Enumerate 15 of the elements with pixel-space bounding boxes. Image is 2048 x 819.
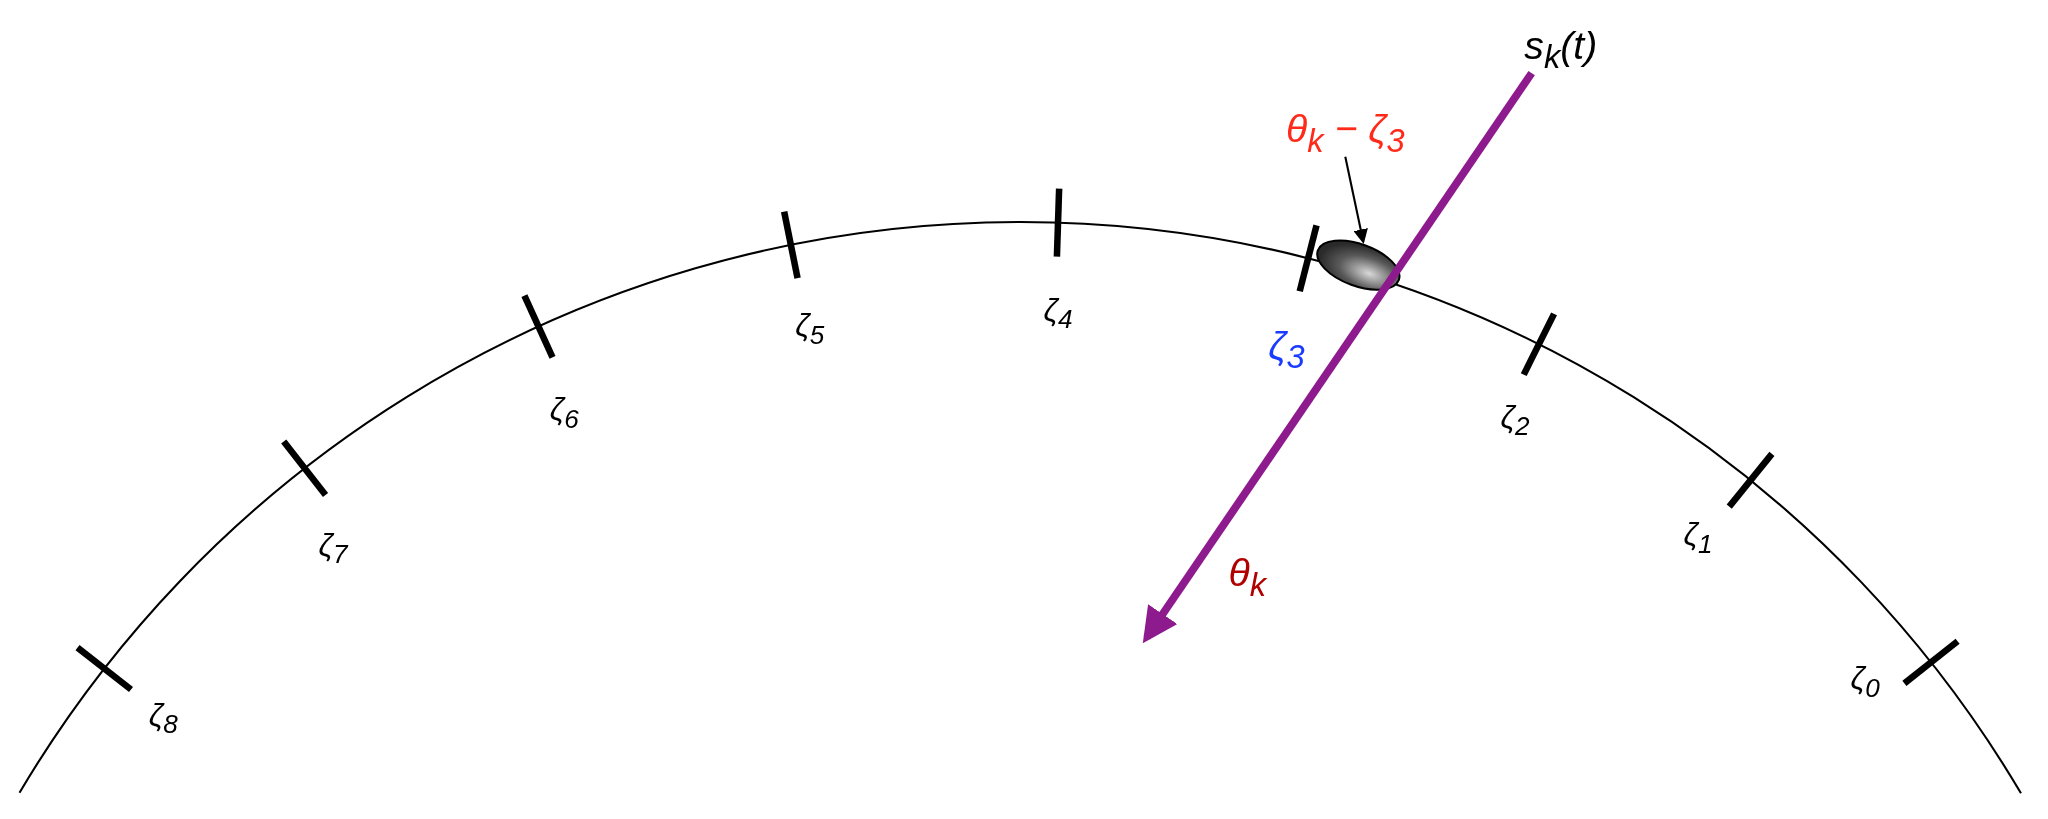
angle-difference-label: θ$_{k}$ − ζ$_{3}$ <box>1286 109 1405 157</box>
angle-label: ζ$_{0}$ <box>1850 663 1880 701</box>
ellipse-marker <box>1316 239 1401 291</box>
angle-label: ζ$_{4}$ <box>1043 294 1073 333</box>
angle-label: ζ$_{6}$ <box>549 393 579 432</box>
angle-label: ζ$_{5}$ <box>795 310 825 348</box>
angle-label: ζ$_{7}$ <box>318 529 348 568</box>
arrow <box>1142 70 1535 644</box>
leader-line <box>1344 156 1368 244</box>
angle-label: ζ$_{1}$ <box>1683 519 1713 557</box>
signal-label: s$_{k}$(t) <box>1524 26 1598 74</box>
angle-label: ζ$_{2}$ <box>1500 401 1530 440</box>
angle-label: ζ$_{8}$ <box>148 699 178 738</box>
edge-label: θ$_{k}$ <box>1228 553 1267 601</box>
angle-label: ζ$_{3}$ <box>1268 326 1305 374</box>
